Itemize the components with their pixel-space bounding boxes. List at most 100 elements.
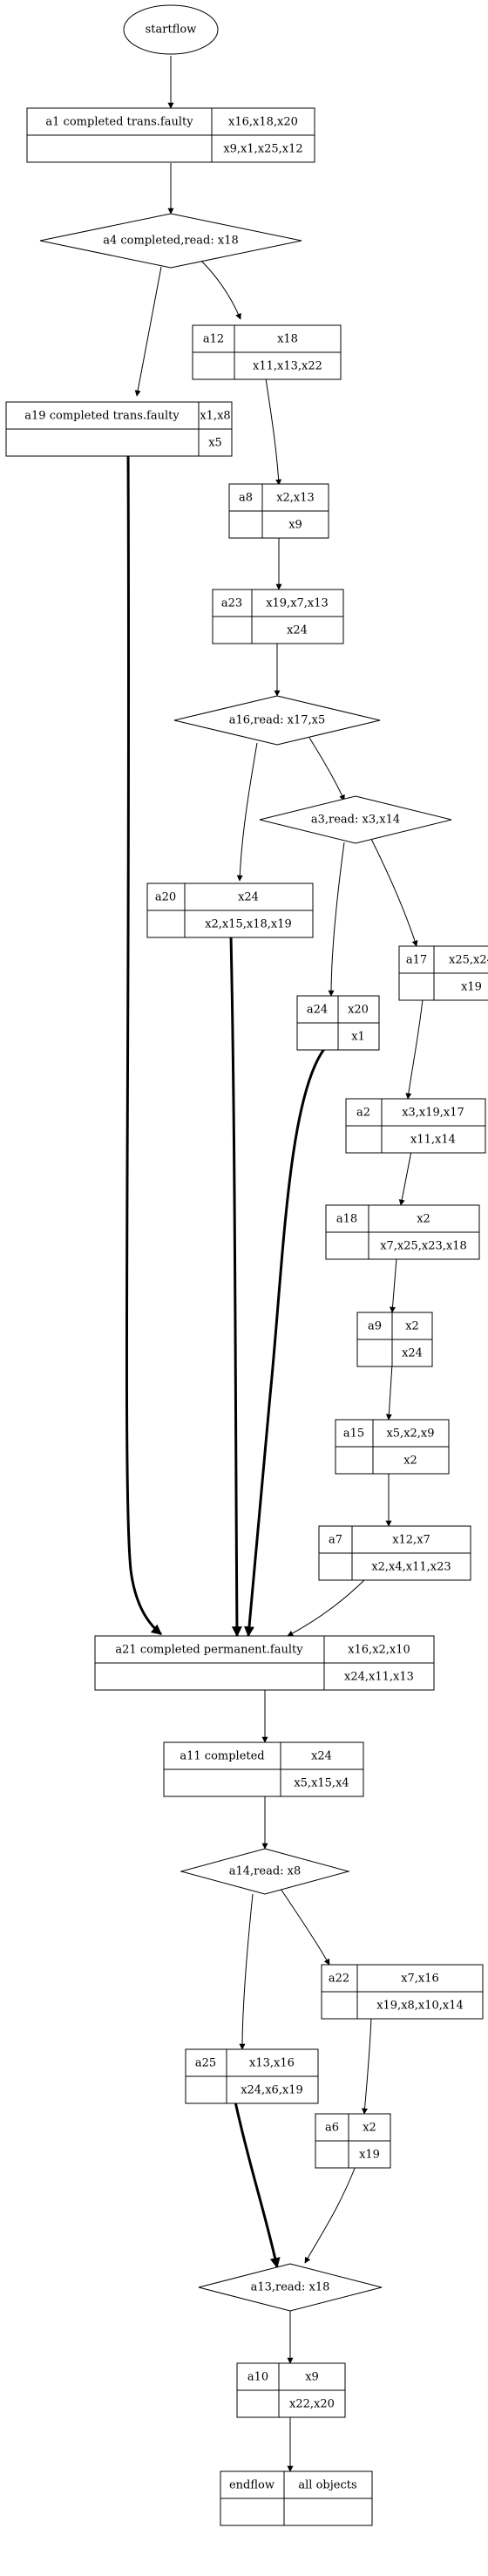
- endflow-objects: all objects: [298, 2479, 356, 2492]
- a2-node: a2 x3,x19,x17 x11,x14: [345, 1098, 486, 1154]
- a14-decision: a14,read: x8: [180, 1848, 350, 1895]
- a7-name: a7: [329, 1534, 342, 1547]
- a12-top: x18: [277, 333, 298, 346]
- a16-decision: a16,read: x17,x5: [173, 695, 381, 746]
- a20-top: x24: [238, 891, 259, 904]
- a9-name: a9: [368, 1320, 382, 1333]
- a15-name: a15: [343, 1428, 364, 1441]
- a9-node: a9 x2 x24: [356, 1312, 433, 1367]
- a21-name: a21 completed permanent.faulty: [115, 1644, 303, 1657]
- a19-top: x1,x8: [200, 410, 230, 423]
- edge-a18-a9: [390, 1257, 397, 1313]
- a6-bottom: x19: [359, 2149, 380, 2162]
- a13-decision: a13,read: x18: [198, 2263, 383, 2312]
- a23-top: x19,x7,x13: [266, 597, 329, 610]
- edge-a4-a12: [200, 259, 241, 320]
- a17-name: a17: [406, 954, 427, 967]
- a20-node: a20 x24 x2,x15,x18,x19: [146, 883, 314, 938]
- a6-node: a6 x2 x19: [315, 2113, 391, 2169]
- edge-a25-a13: [234, 2101, 281, 2269]
- a12-node: a12 x18 x11,x13,x22: [192, 324, 342, 380]
- a19-bottom: x5: [208, 437, 222, 450]
- a24-top: x20: [348, 1004, 369, 1017]
- a25-top: x13,x16: [249, 2057, 295, 2070]
- a10-name: a10: [247, 2371, 268, 2384]
- a24-name: a24: [307, 1004, 328, 1017]
- edge-a16-a20: [236, 742, 258, 882]
- edge-a24-a21: [243, 1048, 326, 1638]
- a10-node: a10 x9 x22,x20: [236, 2362, 346, 2418]
- edge-a3-a17: [369, 836, 418, 947]
- a22-node: a22 x7,x16 x19,x8,x10,x14: [321, 1964, 484, 2020]
- a16-label: a16,read: x17,x5: [229, 714, 326, 727]
- a19-name: a19 completed trans.faulty: [24, 410, 180, 423]
- edge-a17-a2: [405, 998, 424, 1100]
- a14-label: a14,read: x8: [229, 1865, 302, 1878]
- a9-bottom: x24: [402, 1347, 423, 1360]
- a23-name: a23: [221, 597, 242, 610]
- edge-a16-a3: [308, 737, 345, 801]
- a3-decision: a3,read: x3,x14: [259, 795, 452, 844]
- a25-node: a25 x13,x16 x24,x6,x19: [185, 2048, 319, 2104]
- a23-bottom: x24: [287, 624, 308, 637]
- a8-top: x2,x13: [276, 492, 315, 505]
- a11-name: a11 completed: [180, 1750, 264, 1763]
- a7-top: x12,x7: [392, 1534, 430, 1547]
- a9-top: x2: [405, 1320, 419, 1333]
- a17-node: a17 x25,x24 x19: [398, 945, 488, 1001]
- a15-top: x5,x2,x9: [386, 1428, 434, 1441]
- edge-a9-a15: [385, 1363, 393, 1421]
- edge-a3-a24: [328, 842, 345, 997]
- a15-node: a15 x5,x2,x9 x2: [335, 1419, 450, 1475]
- a1-top: x16,x18,x20: [228, 116, 298, 129]
- a21-top: x16,x2,x10: [348, 1644, 410, 1657]
- a1-bottom: x9,x1,x25,x12: [223, 143, 302, 156]
- a22-bottom: x19,x8,x10,x14: [376, 2000, 464, 2013]
- a4-decision: a4 completed,read: x18: [39, 213, 302, 269]
- a24-node: a24 x20 x1: [296, 995, 380, 1051]
- edge-a2-a18: [398, 1150, 412, 1206]
- a18-top: x2: [417, 1213, 430, 1226]
- a18-bottom: x7,x25,x23,x18: [380, 1240, 467, 1253]
- a23-node: a23 x19,x7,x13 x24: [212, 589, 344, 644]
- startflow-label: startflow: [146, 24, 197, 37]
- edge-a14-a25: [239, 1893, 254, 2050]
- a13-label: a13,read: x18: [251, 2281, 330, 2294]
- a8-bottom: x9: [288, 519, 302, 532]
- a7-node: a7 x12,x7 x2,x4,x11,x23: [318, 1525, 471, 1581]
- a17-bottom: x19: [461, 981, 482, 994]
- a20-name: a20: [155, 891, 176, 904]
- endflow-name: endflow: [229, 2479, 274, 2492]
- edges: [125, 56, 424, 2472]
- a2-top: x3,x19,x17: [402, 1107, 464, 1120]
- edge-a12-a8: [265, 378, 282, 486]
- edge-a7-a21: [287, 1578, 367, 1637]
- a24-bottom: x1: [351, 1031, 365, 1044]
- a6-top: x2: [363, 2122, 376, 2135]
- startflow-node: startflow: [123, 4, 219, 55]
- a8-node: a8 x2,x13 x9: [228, 483, 329, 539]
- a7-bottom: x2,x4,x11,x23: [371, 1561, 451, 1574]
- a22-top: x7,x16: [401, 1973, 439, 1986]
- a17-top: x25,x24: [449, 954, 488, 967]
- a22-name: a22: [329, 1973, 349, 1986]
- a25-bottom: x24,x6,x19: [241, 2084, 303, 2097]
- a15-bottom: x2: [403, 1455, 417, 1468]
- a11-node: a11 completed x24 x5,x15,x4: [163, 1741, 364, 1797]
- a12-bottom: x11,x13,x22: [253, 360, 322, 373]
- a25-name: a25: [195, 2057, 216, 2070]
- a18-name: a18: [336, 1213, 357, 1226]
- edge-a14-a22: [280, 1888, 330, 1966]
- a3-label: a3,read: x3,x14: [311, 814, 400, 827]
- a8-name: a8: [239, 492, 253, 505]
- edge-a4-a19: [134, 266, 162, 397]
- a1-name: a1 completed trans.faulty: [45, 116, 193, 129]
- a2-name: a2: [356, 1107, 370, 1120]
- a21-bottom: x24,x11,x13: [344, 1671, 414, 1684]
- a21-node: a21 completed permanent.faulty x16,x2,x1…: [94, 1635, 435, 1691]
- a11-bottom: x5,x15,x4: [294, 1777, 349, 1790]
- a18-node: a18 x2 x7,x25,x23,x18: [325, 1204, 480, 1260]
- a2-bottom: x11,x14: [410, 1134, 456, 1147]
- a20-bottom: x2,x15,x18,x19: [205, 918, 292, 931]
